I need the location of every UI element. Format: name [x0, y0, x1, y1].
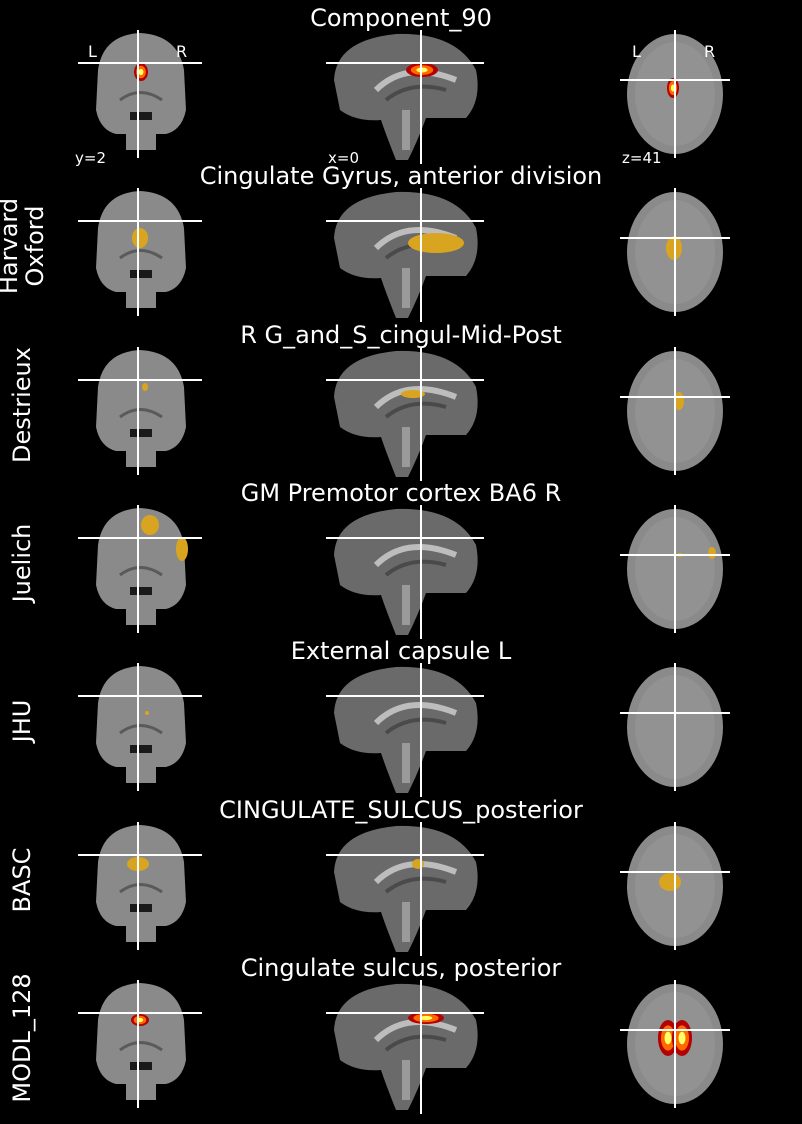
sagittal-view: [326, 346, 484, 481]
sagittal-slice: [334, 350, 478, 477]
atlas-label: Juelich: [8, 523, 36, 603]
orientation-left-label: L: [632, 42, 641, 61]
row-title: CINGULATE_SULCUS_posterior: [219, 795, 583, 824]
row-title: GM Premotor cortex BA6 R: [240, 478, 562, 507]
coronal-view: [78, 821, 202, 950]
axial-view: [620, 821, 730, 950]
overlay-blob: [141, 514, 159, 535]
overlay-blob: [401, 389, 425, 398]
sagittal-slice: [334, 33, 478, 160]
sagittal-slice: [334, 192, 478, 319]
overlay-blob: [145, 711, 149, 716]
row-title: External capsule L: [290, 637, 512, 666]
row-title: Component_90: [310, 4, 492, 32]
axial-view: [620, 663, 730, 792]
sagittal-slice: [334, 825, 478, 952]
axial-view: [620, 346, 730, 475]
atlas-label: JHU: [8, 699, 36, 743]
sagittal-view: [326, 188, 484, 323]
row-title: Cingulate Gyrus, anterior division: [199, 162, 603, 191]
orientation-right-label: R: [704, 42, 716, 61]
atlas-label: Destrieux: [8, 346, 36, 463]
sagittal-view: [326, 821, 484, 956]
atlas-label: BASC: [8, 847, 36, 912]
coronal-view: [78, 30, 202, 158]
atlas-label: MODL_128: [8, 973, 36, 1103]
atlas-row: External capsule L JHU: [0, 633, 802, 798]
overlay-blob: [659, 872, 681, 891]
row-title: R G_and_S_cingul-Mid-Post: [240, 320, 562, 349]
overlay-blob: [176, 536, 188, 561]
orientation-left-label: L: [88, 42, 97, 61]
overlay-blob: [708, 546, 716, 559]
axial-view: [620, 188, 730, 317]
axial-view: [620, 30, 730, 158]
orientation-right-label: R: [176, 42, 188, 61]
atlas-label: Harvard Oxford: [0, 198, 49, 295]
sagittal-view: [326, 979, 484, 1114]
coronal-view: [78, 504, 202, 633]
axial-view: [620, 504, 730, 633]
sagittal-view: [326, 30, 484, 164]
atlas-row: GM Premotor cortex BA6 R Juelich: [0, 475, 802, 639]
coronal-view: [78, 979, 202, 1108]
coordinate-x: x=0: [328, 149, 359, 167]
row-title: Cingulate sulcus, posterior: [240, 953, 562, 982]
sagittal-view: [326, 663, 484, 798]
coordinate-y: y=2: [75, 149, 106, 167]
sagittal-slice: [334, 667, 478, 794]
overlay-blob: [142, 382, 148, 391]
coronal-view: [78, 188, 202, 317]
coronal-view: [78, 663, 202, 792]
overlay-blob: [132, 228, 148, 249]
sagittal-view: [326, 504, 484, 639]
coronal-view: [78, 346, 202, 475]
overlay-blob: [412, 858, 424, 869]
coordinate-z: z=41: [622, 149, 662, 167]
overlay-blob: [408, 233, 464, 254]
sagittal-slice: [334, 508, 478, 635]
axial-view: [620, 979, 730, 1108]
